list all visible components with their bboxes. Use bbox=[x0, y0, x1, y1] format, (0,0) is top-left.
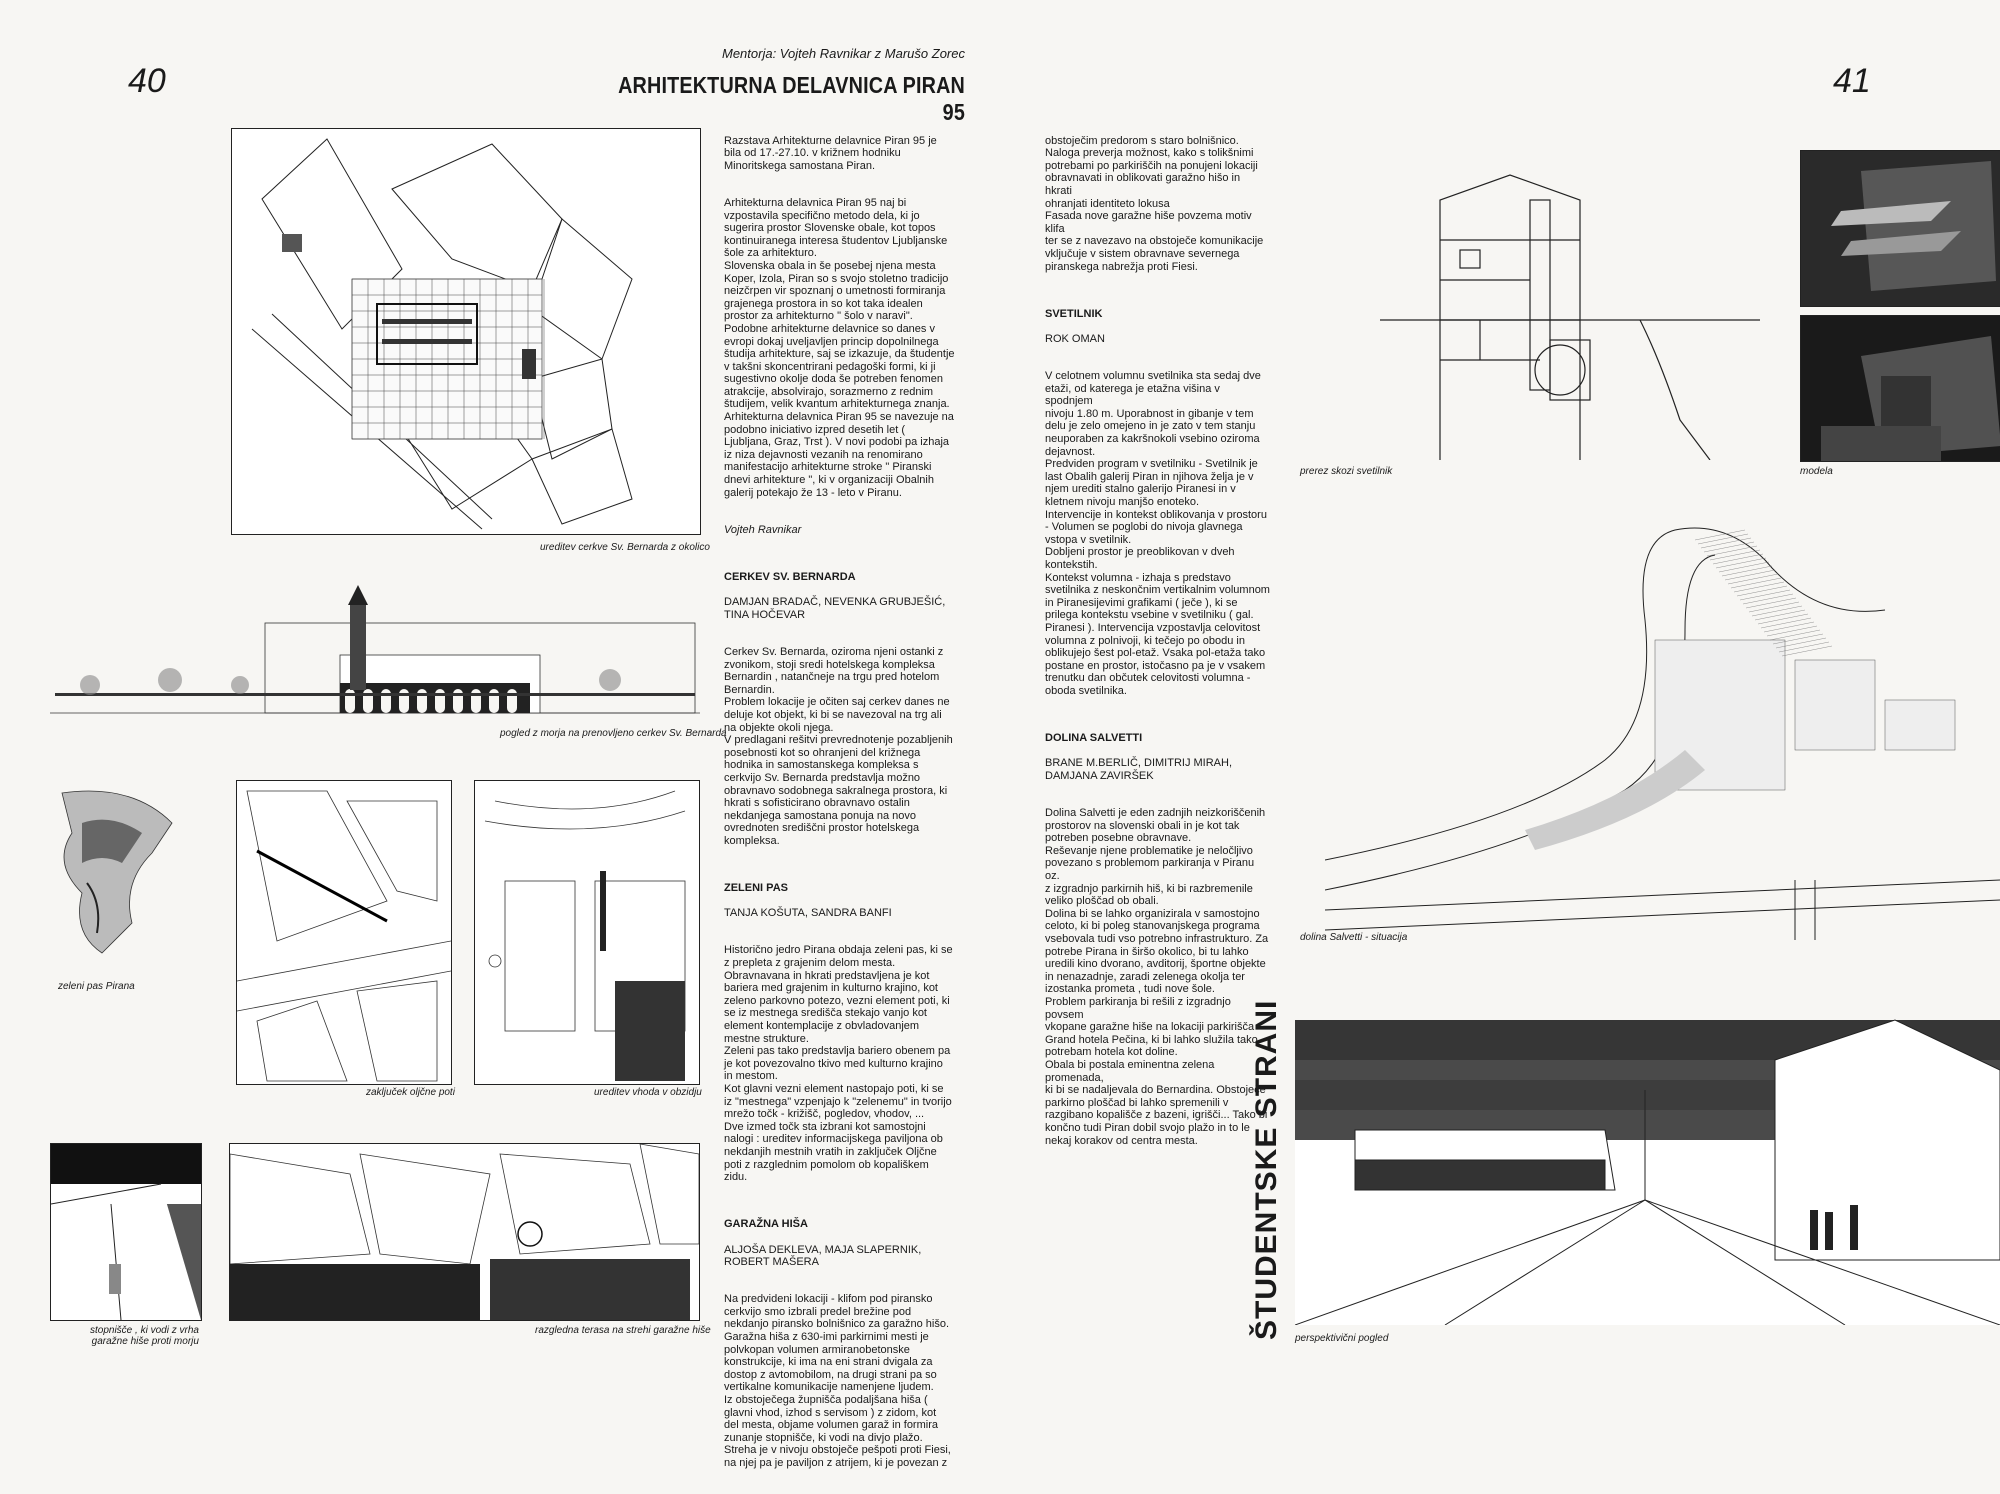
intro-paragraph-2: Arhitekturna delavnica Piran 95 naj bi v… bbox=[724, 196, 955, 499]
authors-svetilnik: ROK OMAN bbox=[1045, 332, 1105, 345]
heading-garazna-hisa: GARAŽNA HIŠA bbox=[724, 1218, 808, 1231]
salvetti-site-plan bbox=[1325, 500, 2000, 940]
caption-entrance: ureditev vhoda v obzidju bbox=[594, 1087, 702, 1098]
perspective-drawing bbox=[1295, 1000, 2000, 1325]
left-page: 40 bbox=[0, 0, 1000, 1410]
caption-church-plan: ureditev cerkve Sv. Bernarda z okolico bbox=[540, 542, 710, 553]
text-bernarda: Cerkev Sv. Bernarda, oziroma njeni ostan… bbox=[724, 645, 953, 847]
intro-paragraph-1: Razstava Arhitekturne delavnice Piran 95… bbox=[724, 134, 937, 172]
caption-model: modela bbox=[1800, 466, 1833, 477]
caption-salvetti-site: dolina Salvetti - situacija bbox=[1300, 932, 1408, 943]
lighthouse-section-sketch bbox=[1380, 170, 1760, 460]
model-photo-2 bbox=[1800, 315, 2000, 462]
text-garazna-hisa: Na predvideni lokaciji - klifom pod pira… bbox=[724, 1293, 951, 1469]
model-photo-1 bbox=[1800, 150, 2000, 307]
text-salvetti: Dolina Salvetti je eden zadnjih neizkori… bbox=[1045, 807, 1269, 1147]
text-column-1: Razstava Arhitekturne delavnice Piran 95… bbox=[724, 122, 960, 1494]
heading-bernarda: CERKEV SV. BERNARDA bbox=[724, 571, 856, 583]
page-title: ARHITEKTURNA DELAVNICA PIRAN 95 bbox=[618, 72, 965, 125]
sea-view-elevation bbox=[50, 585, 700, 717]
signature: Vojteh Ravnikar bbox=[724, 523, 802, 536]
text-garazna-continued: obstoječim predorom s staro bolnišnico. … bbox=[1045, 134, 1264, 273]
mentors-line: Mentorja: Vojteh Ravnikar z Marušo Zorec bbox=[721, 46, 965, 61]
caption-green-belt: zeleni pas Pirana bbox=[58, 981, 135, 992]
heading-svetilnik: SVETILNIK bbox=[1045, 307, 1103, 320]
text-zeleni-pas: Historično jedro Pirana obdaja zeleni pa… bbox=[724, 944, 953, 1184]
page-number-right: 41 bbox=[1833, 62, 1871, 100]
caption-stairs: stopnišče , ki vodi z vrha garažne hiše … bbox=[90, 1325, 199, 1347]
authors-zeleni-pas: TANJA KOŠUTA, SANDRA BANFI bbox=[724, 907, 892, 920]
olive-path-drawing bbox=[236, 780, 452, 1085]
text-svetilnik: V celotnem volumnu svetilnika sta sedaj … bbox=[1045, 370, 1270, 697]
authors-salvetti: BRANE M.BERLIČ, DIMITRIJ MIRAH, DAMJANA … bbox=[1045, 757, 1233, 782]
caption-perspective: perspektivični pogled bbox=[1295, 1333, 1389, 1344]
text-column-2: obstoječim predorom s staro bolnišnico. … bbox=[1045, 122, 1270, 1172]
heading-salvetti: DOLINA SALVETTI bbox=[1045, 732, 1143, 745]
authors-garazna-hisa: ALJOŠA DEKLEVA, MAJA SLAPERNIK, ROBERT M… bbox=[724, 1243, 922, 1269]
caption-olive-path: zaključek oljčne poti bbox=[366, 1087, 455, 1098]
church-plan-drawing bbox=[231, 128, 701, 535]
caption-terrace: razgledna terasa na strehi garažne hiše bbox=[535, 1325, 711, 1336]
caption-sea-view: pogled z morja na prenovljeno cerkev Sv.… bbox=[500, 728, 727, 739]
heading-zeleni-pas: ZELENI PAS bbox=[724, 882, 788, 895]
section-vertical-title: ŠTUDENTSKE STRANI bbox=[1250, 999, 1283, 1340]
authors-bernarda: DAMJAN BRADAČ, NEVENKA GRUBJEŠIĆ, TINA H… bbox=[724, 596, 946, 621]
entrance-drawing bbox=[474, 780, 700, 1085]
stairs-drawing bbox=[50, 1143, 202, 1321]
caption-section: prerez skozi svetilnik bbox=[1300, 466, 1393, 477]
page-number-left: 40 bbox=[128, 62, 166, 100]
green-belt-map bbox=[42, 783, 177, 961]
terrace-plan bbox=[229, 1143, 700, 1321]
